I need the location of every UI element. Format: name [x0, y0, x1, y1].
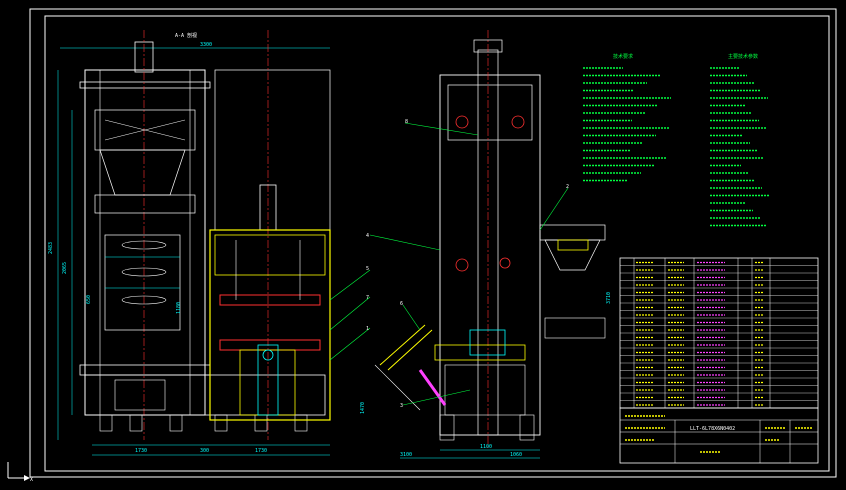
technical-notes: 技术要求 [583, 53, 671, 182]
callout-6: 6 [400, 301, 403, 307]
dim-height-total: 2483 [48, 242, 54, 254]
dim-mid-1: 650 [86, 295, 92, 304]
ucs-axis-icon: X [7, 462, 33, 483]
callout-numbers: 8 4 2 3 6 5 7 1 [366, 119, 569, 409]
technical-params: 主要技术参数 [710, 53, 769, 227]
dim-r-side: 1470 [360, 402, 366, 414]
drawing-code: LLT-6L78X6N0402 [690, 426, 735, 432]
press-chamber [209, 229, 331, 421]
callout-4: 4 [366, 233, 369, 239]
dim-height-inner: 2065 [62, 262, 68, 274]
outer-frame [29, 8, 837, 478]
dim-r-bottom-2: 1060 [510, 452, 522, 458]
parts-list-table [619, 257, 819, 409]
dim-mid-2: 1180 [176, 302, 182, 314]
title-block: LLT-6L78X6N0402 [619, 407, 819, 464]
callout-8: 8 [405, 119, 408, 125]
inner-frame [44, 15, 830, 472]
dim-r-side-2: 3710 [606, 292, 612, 304]
dim-bottom-2: 300 [200, 448, 209, 454]
callout-3: 3 [400, 403, 403, 409]
notes-header: 技术要求 [613, 53, 633, 60]
dim-r-bottom-1: 1100 [480, 444, 492, 450]
right-side-view: 1100 1060 3100 1470 3710 [329, 30, 612, 459]
callout-7: 7 [366, 295, 369, 301]
view-label: A-A 剖视 [175, 32, 197, 39]
dim-bottom-3: 1730 [255, 448, 267, 454]
main-frame-left [84, 69, 206, 416]
dim-bottom-1: 1730 [135, 448, 147, 454]
left-front-view: A-A 剖视 3300 [48, 30, 331, 456]
dim-top: 3300 [200, 42, 212, 48]
axis-x-label: X [30, 477, 33, 483]
callout-5: 5 [366, 266, 369, 272]
dim-r-bottom-3: 3100 [400, 452, 412, 458]
callout-1: 1 [366, 326, 369, 332]
callout-2: 2 [566, 184, 569, 190]
params-header: 主要技术参数 [728, 53, 758, 60]
